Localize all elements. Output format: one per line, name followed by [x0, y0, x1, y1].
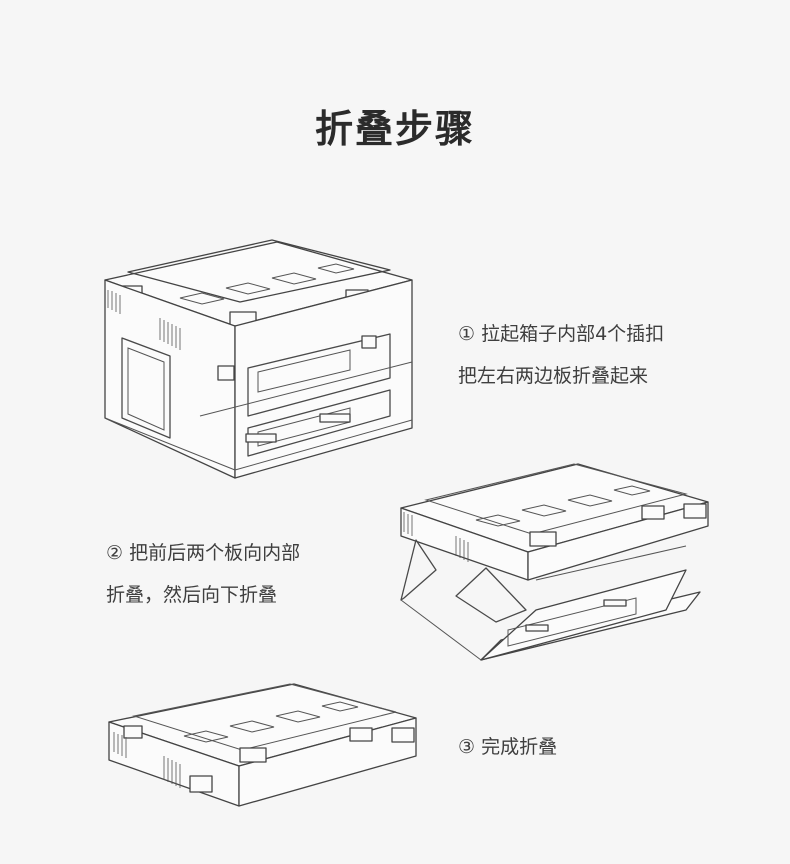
step1-box-illustration — [100, 238, 420, 488]
step2-line2: 折叠，然后向下折叠 — [106, 584, 278, 606]
page-title: 折叠步骤 — [314, 106, 475, 151]
step2-line1: ② 把前后两个板向内部 — [106, 542, 301, 564]
step3-text: ③ 完成折叠 — [458, 726, 557, 768]
step3-line1: ③ 完成折叠 — [458, 736, 558, 758]
step1-line2: 把左右两边板折叠起来 — [458, 365, 649, 387]
step2-text: ② 把前后两个板向内部 折叠，然后向下折叠 — [106, 532, 300, 616]
step1-text: ① 拉起箱子内部4个插扣 把左右两边板折叠起来 — [458, 313, 664, 397]
step1-line1: ① 拉起箱子内部4个插扣 — [458, 323, 665, 345]
step2-folding-box-illustration — [396, 460, 712, 675]
step3-folded-box-illustration — [104, 680, 420, 810]
